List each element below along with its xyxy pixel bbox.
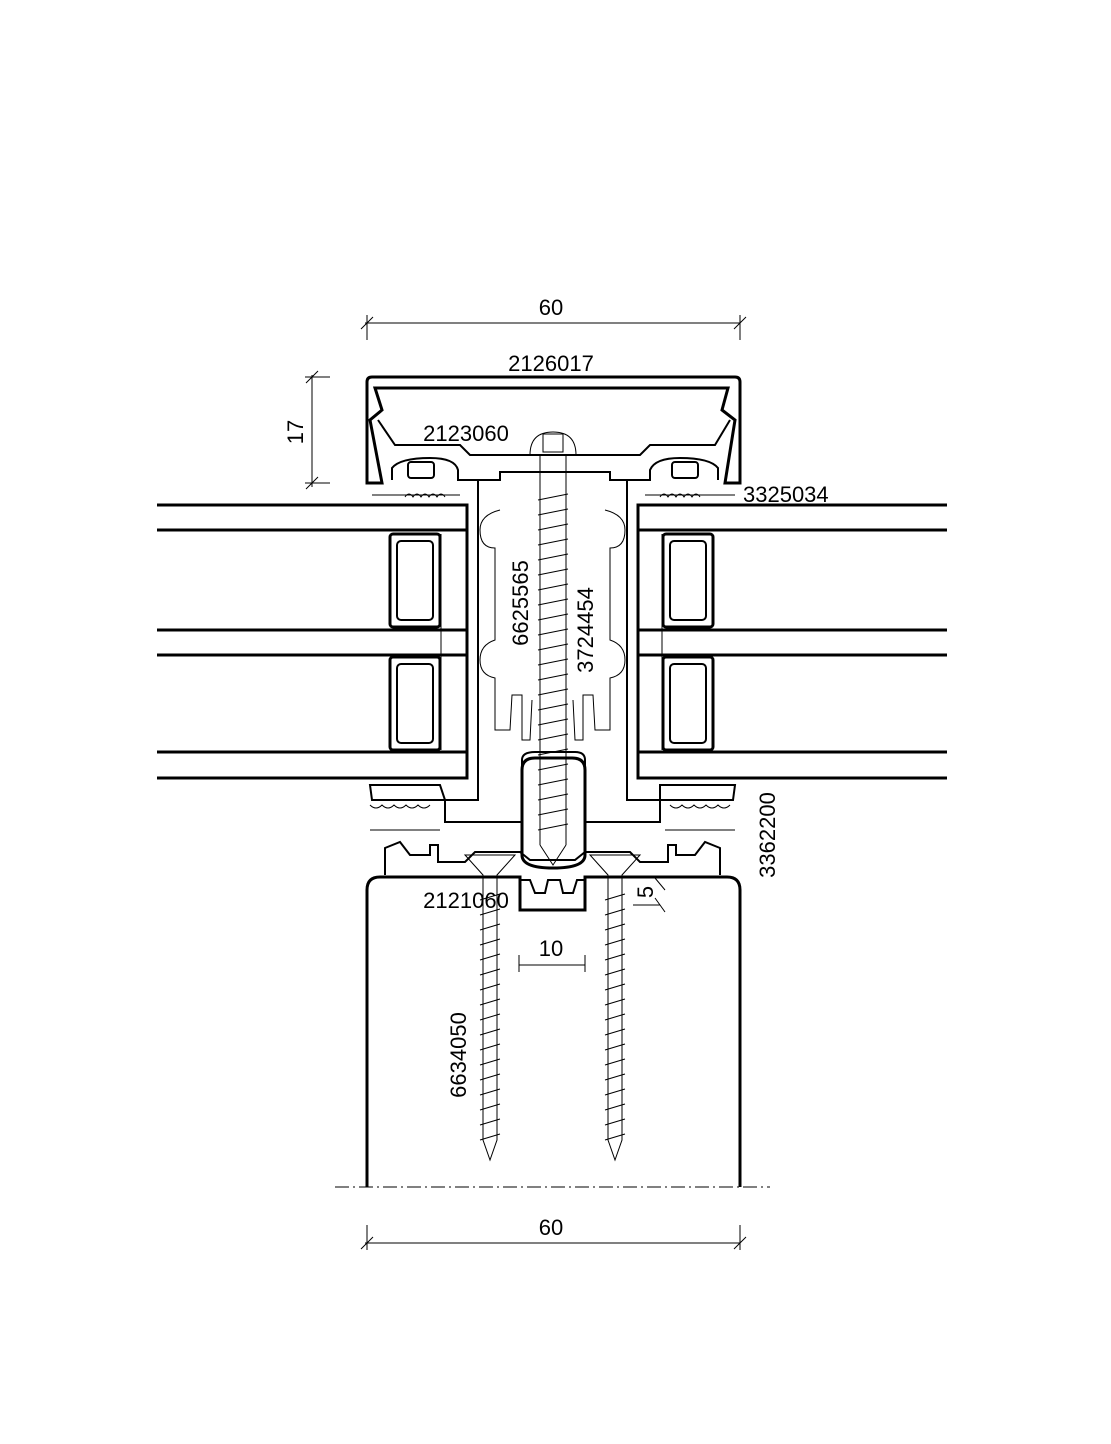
wood-screw-right	[588, 854, 642, 1162]
mullion-screw-label: 3724454	[573, 587, 598, 673]
pressure-plate-label: 2123060	[423, 421, 509, 446]
bottom-width-dimension: 60	[360, 1215, 747, 1250]
bottom-width-label: 60	[539, 1215, 563, 1240]
base-profile-label: 2121060	[423, 888, 509, 913]
inner-gaskets	[368, 784, 737, 875]
mullion-profile	[444, 480, 661, 870]
glass-right	[636, 503, 947, 780]
cap-height-dimension: 17	[283, 370, 330, 490]
gap-dimension: 10	[518, 936, 586, 972]
cover-cap-label: 2126017	[508, 351, 594, 376]
cap-height-label: 17	[283, 420, 308, 444]
top-width-dimension: 60	[360, 295, 747, 340]
wood-screw-label: 6634050	[446, 1012, 471, 1098]
screw-sleeve-label: 6625565	[508, 560, 533, 646]
inner-gasket-label: 3362200	[755, 792, 780, 878]
wood-screw-left	[463, 854, 517, 1162]
offset-label: 5	[633, 886, 658, 898]
top-width-label: 60	[539, 295, 563, 320]
glass-left	[157, 503, 469, 780]
offset-dimension: 5	[633, 877, 666, 913]
cover-cap-profile	[365, 375, 742, 498]
gap-label: 10	[539, 936, 563, 961]
outer-gasket-label: 3325034	[743, 482, 829, 507]
mullion-screw	[529, 431, 577, 866]
base-profile	[365, 875, 742, 1187]
